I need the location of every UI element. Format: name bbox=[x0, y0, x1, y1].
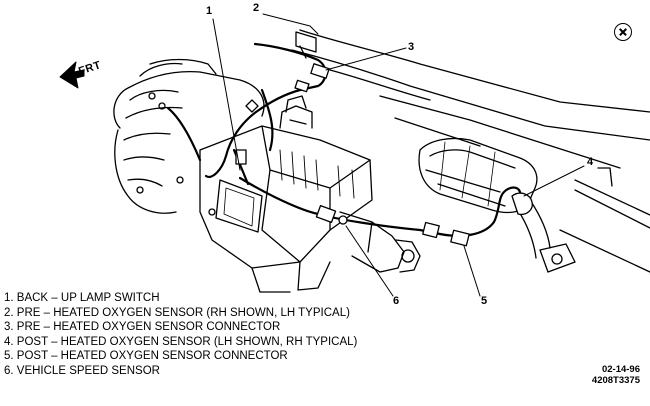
callout-4: 4 bbox=[587, 156, 594, 168]
front-arrow-icon bbox=[59, 61, 85, 89]
callout-3: 3 bbox=[408, 41, 415, 53]
legend-item: 3. PRE – HEATED OXYGEN SENSOR CONNECTOR bbox=[4, 321, 281, 334]
legend-item: 5. POST – HEATED OXYGEN SENSOR CONNECTOR bbox=[4, 350, 288, 363]
drawing-date: 02-14-96 bbox=[601, 364, 640, 375]
legend-item: 2. PRE – HEATED OXYGEN SENSOR (RH SHOWN,… bbox=[4, 306, 350, 319]
legend-item: 1. BACK – UP LAMP SWITCH bbox=[4, 292, 160, 304]
drawing-code: 4208T3375 bbox=[591, 375, 640, 386]
callout-1: 1 bbox=[206, 5, 213, 17]
sensors bbox=[235, 31, 533, 247]
view-symbol-icon bbox=[614, 23, 632, 41]
leader-lines bbox=[212, 13, 585, 297]
callout-5: 5 bbox=[481, 295, 488, 307]
legend: 1. BACK – UP LAMP SWITCH 2. PRE – HEATED… bbox=[4, 291, 357, 379]
callout-2: 2 bbox=[253, 2, 260, 14]
transmission-housing bbox=[113, 58, 421, 293]
drawing-reference: 02-14-96 4208T3375 bbox=[592, 364, 640, 386]
callout-6: 6 bbox=[393, 295, 400, 307]
legend-item: 4. POST – HEATED OXYGEN SENSOR (LH SHOWN… bbox=[4, 335, 358, 348]
legend-item: 6. VEHICLE SPEED SENSOR bbox=[4, 364, 160, 377]
